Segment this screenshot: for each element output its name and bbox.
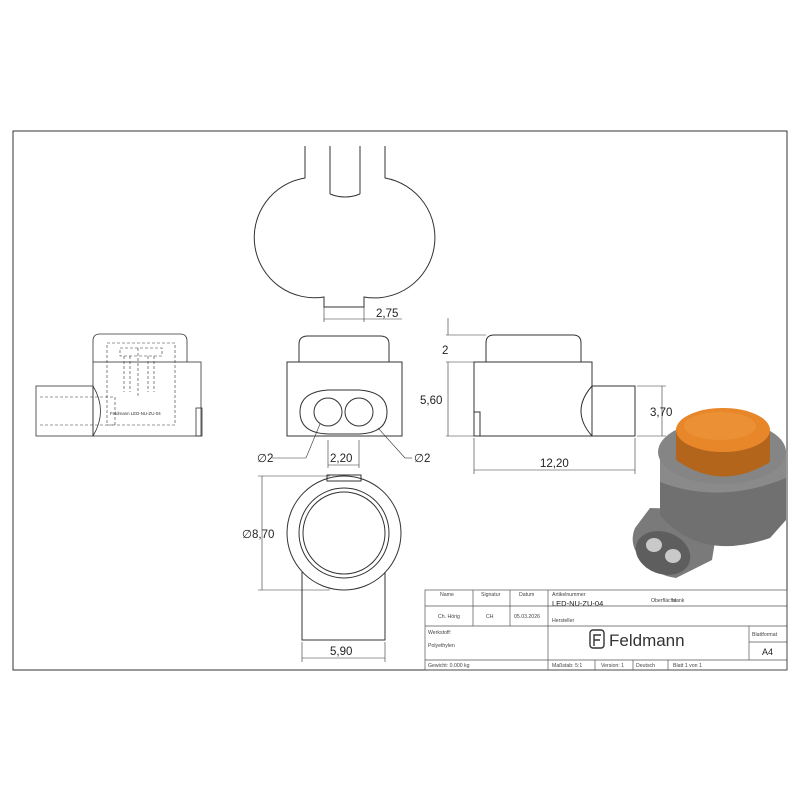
dim-cap-height: 2 bbox=[442, 345, 448, 357]
isometric-render bbox=[632, 408, 786, 578]
tb-material-label: Werkstoff: bbox=[428, 630, 451, 636]
tb-company: Feldmann bbox=[609, 631, 685, 650]
tb-header-signature: Signatur bbox=[481, 592, 501, 598]
dim-top-slot: 2,75 bbox=[376, 308, 398, 320]
tb-format-label: Blattformat bbox=[752, 632, 778, 638]
tb-header-name: Name bbox=[440, 592, 454, 598]
tb-header-date: Datum bbox=[519, 592, 534, 598]
tb-author: Ch. Hörig bbox=[438, 614, 460, 620]
drawing-frame bbox=[12, 130, 788, 671]
dim-tube-height: 3,70 bbox=[650, 407, 672, 419]
dim-hole-left: ∅2 bbox=[257, 453, 273, 465]
tb-header-article: Artikelnummer bbox=[552, 592, 586, 598]
dim-side-length: 12,20 bbox=[540, 458, 569, 470]
tb-signature: CH bbox=[486, 614, 494, 620]
dim-bottom-width: 5,90 bbox=[330, 646, 352, 658]
tb-language: Deutsch bbox=[636, 663, 655, 669]
dim-ring-diameter: ∅8,70 bbox=[242, 529, 274, 541]
dim-body-height: 5,60 bbox=[420, 395, 442, 407]
tb-weight: Gewicht: 0.000 kg bbox=[428, 663, 470, 669]
bottom-view bbox=[258, 474, 402, 662]
part-label: Feldmann LED-NU-ZU-04 bbox=[110, 411, 161, 416]
feldmann-logo: Feldmann bbox=[589, 629, 685, 650]
left-side-view bbox=[35, 333, 203, 437]
tb-scale: Maßstab: 5:1 bbox=[552, 663, 582, 669]
tb-date: 05.03.2026 bbox=[514, 614, 540, 620]
right-side-view bbox=[446, 318, 666, 474]
top-view bbox=[253, 146, 436, 322]
dim-hole-right: ∅2 bbox=[414, 453, 430, 465]
dim-hole-spacing: 2,20 bbox=[330, 453, 352, 465]
title-block bbox=[424, 589, 788, 671]
tb-surface-value: blank bbox=[672, 598, 685, 604]
tb-sheet: Blatt 1 von 1 bbox=[673, 663, 702, 669]
tb-version: Version: 1 bbox=[601, 663, 624, 669]
tb-article-number: LED-NU-ZU-04 bbox=[552, 599, 603, 608]
front-view bbox=[272, 335, 412, 468]
tb-format-value: A4 bbox=[762, 647, 773, 657]
tb-material-value: Polyethylen bbox=[428, 643, 455, 649]
tb-header-surface: Oberfläche: bbox=[651, 598, 678, 604]
tb-manufacturer-label: Hersteller bbox=[552, 618, 574, 624]
